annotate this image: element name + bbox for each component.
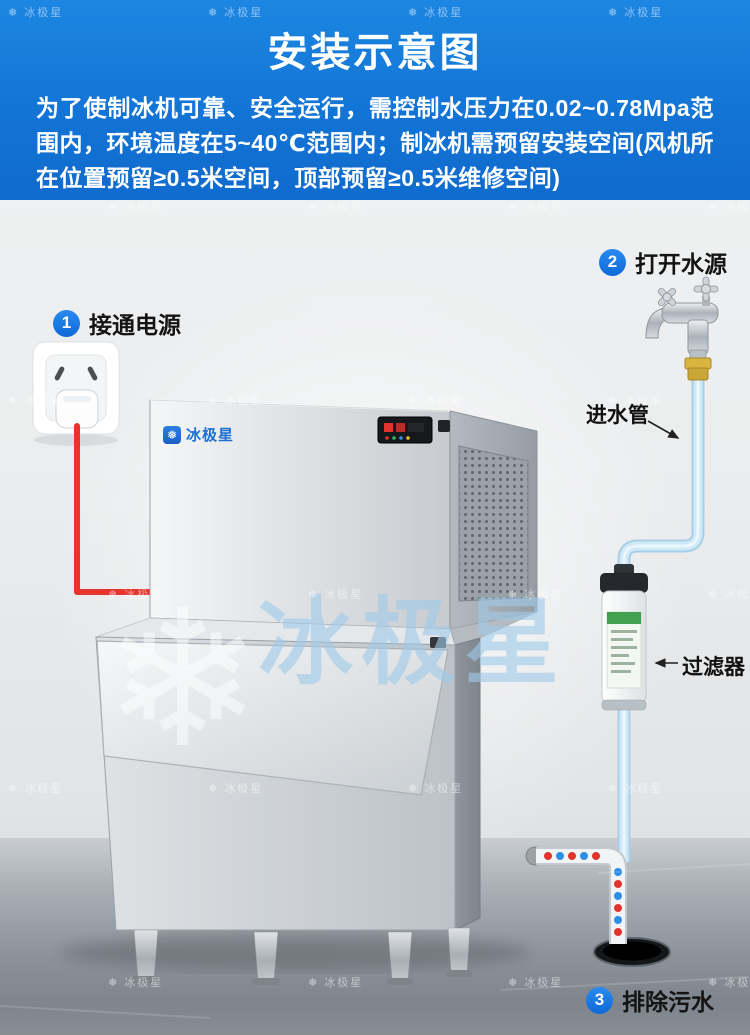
water-filter <box>600 564 648 711</box>
inlet-pipe-arrow <box>647 420 680 439</box>
machine-shadow <box>60 934 530 970</box>
header-banner: 安装示意图 为了使制冰机可靠、安全运行，需控制水压力在0.02~0.78Mpa范… <box>0 0 750 200</box>
floor-tile-lines <box>0 863 750 1019</box>
fan-vent-grille <box>458 445 529 602</box>
floor-drain <box>593 937 671 967</box>
step-1-label: 接通电源 <box>89 312 181 338</box>
step-3-label: 排除污水 <box>622 989 714 1015</box>
power-cable <box>74 423 165 595</box>
step-1-badge: 1 <box>53 309 80 337</box>
step-3-badge: 3 <box>586 986 613 1014</box>
faucet-handle-top <box>693 276 719 306</box>
drain-pipe <box>525 846 627 944</box>
brass-fitting <box>684 357 712 381</box>
bin-door <box>96 640 449 796</box>
bin-side-panel <box>454 637 481 931</box>
installation-notes: 为了使制冰机可靠、安全运行，需控制水压力在0.02~0.78Mpa范围内，环境温… <box>36 95 714 191</box>
step-2-badge: 2 <box>599 248 626 276</box>
machine-brand-logo: ❅ 冰极星 <box>163 424 234 445</box>
page-title: 安装示意图 <box>267 31 483 75</box>
power-socket <box>32 341 120 446</box>
step-1: 1 接通电源 <box>53 306 181 340</box>
bin-door-latch <box>430 637 446 648</box>
faucet-handle-left <box>657 287 677 307</box>
step-3: 3 排除污水 <box>586 983 714 1017</box>
step-2: 2 打开水源 <box>599 245 727 279</box>
inlet-pipe <box>617 372 705 862</box>
power-plug <box>55 389 99 429</box>
ice-machine <box>95 399 538 985</box>
annotation-arrows <box>647 420 680 668</box>
filter-label: 过滤器 <box>682 656 745 679</box>
machine-legs <box>132 927 472 985</box>
control-panel-display <box>377 416 450 444</box>
brand-name: 冰极星 <box>186 427 235 444</box>
brand-snowflake-icon: ❅ <box>163 425 181 444</box>
faucet <box>645 276 719 381</box>
step-2-label: 打开水源 <box>635 251 727 277</box>
inlet-pipe-label: 进水管 <box>586 404 649 427</box>
